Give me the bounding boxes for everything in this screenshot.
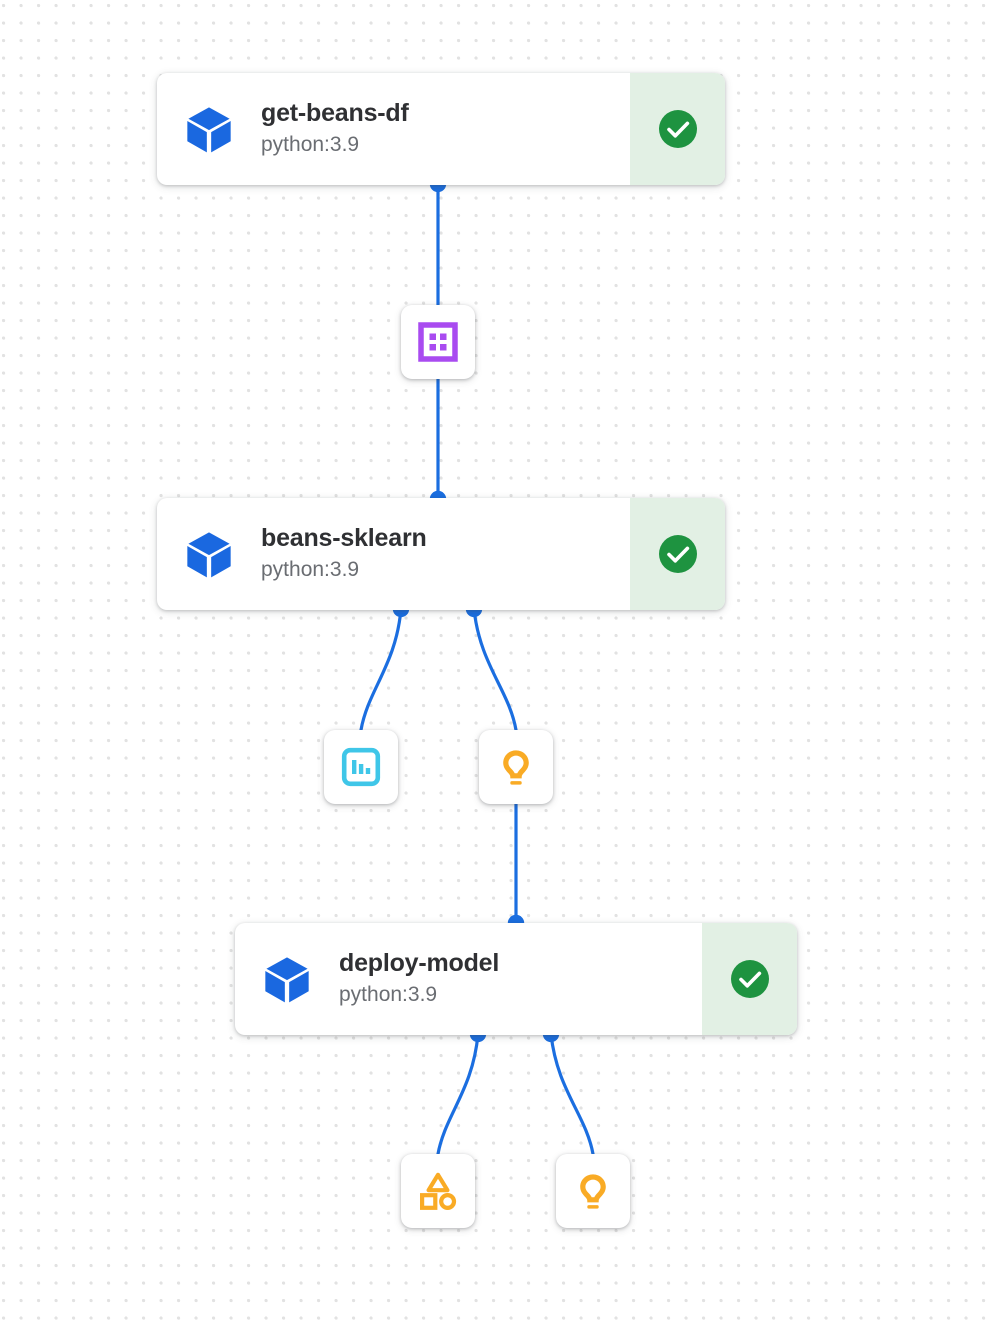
step-title: get-beans-df	[261, 99, 409, 128]
step-body: get-beans-df python:3.9	[157, 73, 630, 185]
step-subtitle: python:3.9	[261, 133, 360, 157]
pipeline-artifact-endpoint-artifact[interactable]	[556, 1154, 630, 1228]
check-circle-icon	[656, 532, 700, 576]
bar-chart-icon	[341, 747, 381, 787]
cube-icon	[261, 953, 313, 1005]
step-text-block: get-beans-df python:3.9	[261, 99, 409, 158]
step-subtitle: python:3.9	[261, 558, 360, 582]
pipeline-artifact-metrics-artifact[interactable]	[324, 730, 398, 804]
status-badge-succeeded[interactable]	[630, 73, 725, 185]
step-text-block: beans-sklearn python:3.9	[261, 524, 427, 583]
check-circle-icon	[656, 107, 700, 151]
step-text-block: deploy-model python:3.9	[339, 949, 499, 1008]
shapes-icon	[418, 1171, 458, 1211]
cube-icon	[183, 528, 235, 580]
lightbulb-icon	[573, 1171, 613, 1211]
pipeline-artifact-classification-metrics-artifact[interactable]	[401, 1154, 475, 1228]
pipeline-step-beans-sklearn[interactable]: beans-sklearn python:3.9	[157, 498, 725, 610]
check-circle-icon	[728, 957, 772, 1001]
step-body: deploy-model python:3.9	[235, 923, 702, 1035]
pipeline-artifact-dataset-artifact[interactable]	[401, 305, 475, 379]
cube-icon	[183, 103, 235, 155]
step-title: beans-sklearn	[261, 524, 427, 553]
step-title: deploy-model	[339, 949, 500, 978]
step-body: beans-sklearn python:3.9	[157, 498, 630, 610]
step-subtitle: python:3.9	[339, 983, 438, 1007]
status-badge-succeeded[interactable]	[630, 498, 725, 610]
pipeline-artifact-model-artifact[interactable]	[479, 730, 553, 804]
edge-beans-sklearn-to-metrics	[359, 607, 403, 732]
dataset-grid-icon	[418, 322, 458, 362]
status-badge-succeeded[interactable]	[702, 923, 797, 1035]
edge-beans-sklearn-to-model	[472, 607, 518, 732]
edge-deploy-model-to-endpoint	[549, 1032, 595, 1156]
pipeline-step-deploy-model[interactable]: deploy-model python:3.9	[235, 923, 797, 1035]
edge-deploy-model-to-classification	[436, 1032, 480, 1156]
pipeline-step-get-beans-df[interactable]: get-beans-df python:3.9	[157, 73, 725, 185]
lightbulb-icon	[496, 747, 536, 787]
